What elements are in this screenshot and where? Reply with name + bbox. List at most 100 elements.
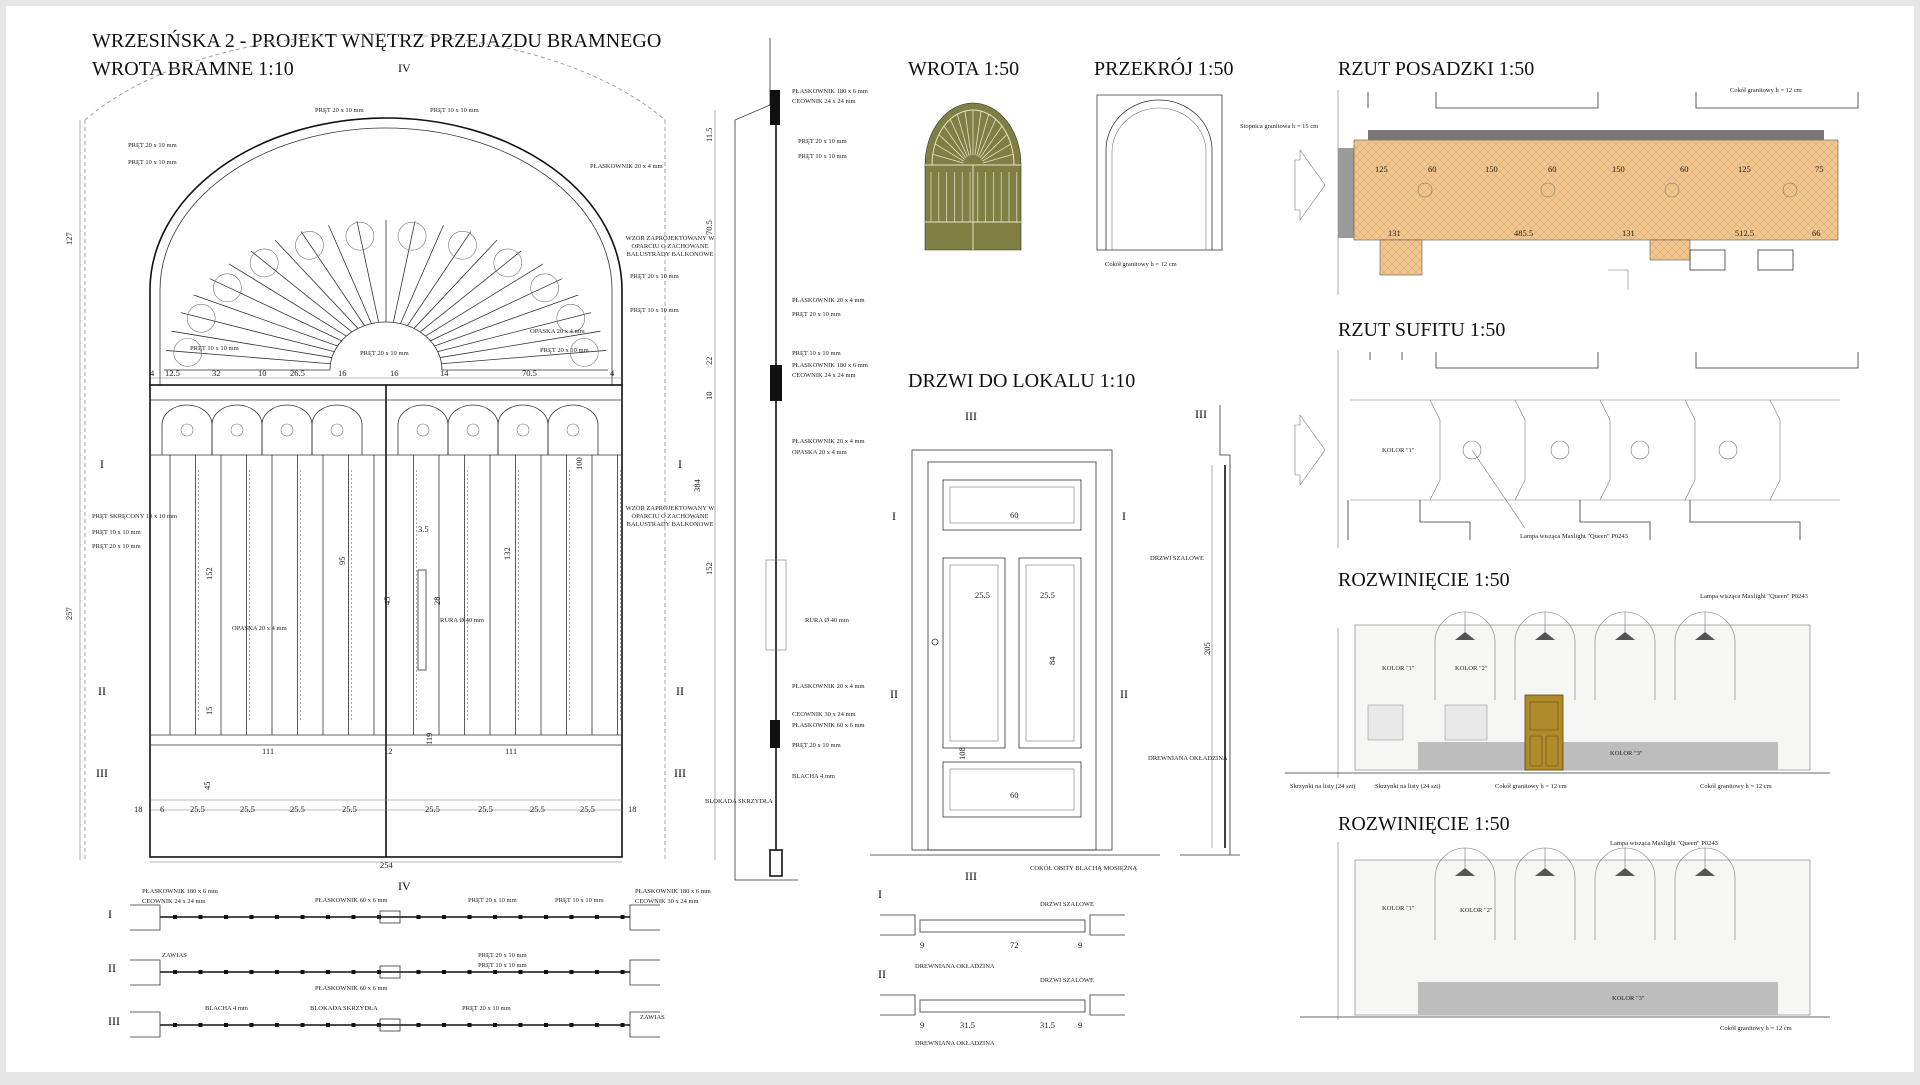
door-side-section: III 205 DRZWI SZALOWE DREWNIANA OKŁADZIN…: [1148, 405, 1240, 856]
fan-ray: [356, 221, 380, 323]
gate-arch-outline: [149, 117, 623, 385]
door-section-iii-bottom: III: [965, 869, 977, 883]
plan-section-bar: [569, 970, 574, 974]
plan-section-bar: [224, 1023, 228, 1027]
floor-top-cokol: [1368, 130, 1824, 140]
door-section-i-right: I: [1122, 509, 1126, 523]
floor-lamp-mark: [1664, 182, 1680, 198]
elev2-lamp: Lampa wisząca Maxlight "Queen" P0243: [1610, 840, 1718, 847]
gate-section-profile: [714, 38, 798, 881]
ceiling-plan: KOLOR "1" Lampa wisząca Maxlight "Queen"…: [1337, 350, 1859, 548]
note: PŁASKOWNIK 60 x 6 mm: [792, 722, 865, 729]
lamp-icon: [1695, 868, 1715, 876]
dim-label: 100: [574, 457, 584, 470]
dim-label: 22: [704, 357, 714, 366]
section-elevation: Cokół granitowy h = 12 cm: [1096, 94, 1223, 268]
note: PŁASKOWNIK 20 x 4 mm: [792, 438, 865, 445]
elev1-cokol1: Cokół granitowy h = 12 cm: [1495, 783, 1567, 790]
note: PRĘT 20 x 10 mm: [792, 311, 841, 318]
note: OPASKA 20 x 4 mm: [792, 449, 847, 456]
arcade-arch: [447, 404, 499, 455]
elevation-1: KOLOR "1" KOLOR "2" KOLOR "3" Lampa wisz…: [1285, 593, 1830, 790]
plan-section-bar: [249, 915, 254, 919]
plan-section-lock: [379, 1018, 401, 1032]
plan-section-bar: [442, 915, 446, 919]
dim-label: 25.5: [425, 804, 440, 814]
plan-section-bar: [493, 1023, 497, 1027]
door-panel-left: [942, 557, 1006, 749]
elev1-door-panel: [1529, 701, 1559, 731]
gate-plan-sections: I II III: [108, 904, 660, 1038]
note-text: WZÓR ZAPROJEKTOWANY W OPARCIU O ZACHOWAN…: [625, 505, 715, 528]
plan-section-bar: [544, 915, 548, 919]
profile-top-block: [770, 90, 780, 125]
arrow-right-icon: [1294, 149, 1326, 221]
arcade-rosette: [416, 423, 430, 437]
project-title: WRZESIŃSKA 2 - PROJEKT WNĘTRZ PRZEJAZDU …: [92, 29, 661, 52]
fan-ray: [434, 294, 579, 347]
olive-ray: [934, 143, 964, 162]
note: PŁASKOWNIK 20 x 4 mm: [792, 297, 865, 304]
door-section-ii-left: II: [890, 687, 898, 701]
gate-note-pret20-right: PRĘT 20 x 10 mm: [630, 273, 679, 280]
ceiling-vault-lines: [1429, 399, 1781, 501]
floor-stopnica-note: Stopnica granitowa h = 15 cm: [1240, 123, 1318, 130]
plan-section-bar: [620, 1023, 625, 1027]
dim-label: 75: [1815, 164, 1824, 174]
lamp-icon: [1535, 632, 1555, 640]
wall-outline-top: [734, 38, 771, 860]
plan-section-bar: [275, 915, 279, 919]
fan-scroll: [295, 230, 324, 260]
ceiling-kolor-note: KOLOR "1": [1382, 447, 1415, 454]
door-plan-note: DRZWI SZALOWE: [1040, 977, 1094, 984]
elev2-grey-band: [1418, 982, 1778, 1015]
plan-section-bar: [173, 970, 177, 974]
ceiling-plan-title: RZUT SUFITU 1:50: [1338, 319, 1505, 341]
note: BLACHA 4 mm: [792, 773, 835, 780]
dim-label: 9: [920, 940, 924, 950]
section-profile-notes: PŁASKOWNIK 180 x 6 mm CEOWNIK 24 x 24 mm…: [705, 88, 868, 805]
arcade-rosette: [466, 423, 480, 437]
plan-section-bar: [198, 1023, 203, 1027]
arcade-arch: [497, 404, 549, 455]
dim-label: 32: [212, 368, 221, 378]
fan-ray: [419, 250, 522, 333]
elev1-skrzynki2: Skrzynki na listy (24 szt): [1375, 783, 1440, 790]
note: PRĘT 20 x 10 mm: [478, 952, 527, 959]
elev1-cokol2: Cokół granitowy h = 12 cm: [1700, 783, 1772, 790]
olive-gate-bars: [930, 172, 1018, 222]
lamp-icon: [1455, 868, 1475, 876]
dim-label: 125: [1375, 164, 1388, 174]
dim-label: 9: [1078, 1020, 1082, 1030]
door-panel-top-inner: [949, 486, 1075, 524]
gate-fan-rays: [164, 220, 608, 371]
dim-label: 66: [1812, 228, 1821, 238]
plan-section-bar: [544, 970, 548, 974]
gate-section-iv-bottom: IV: [398, 879, 411, 893]
plan-section-bar: [467, 1023, 472, 1027]
dim-label: 84: [1047, 656, 1057, 665]
dim-label: 131: [1622, 228, 1635, 238]
door-plan-row-label: II: [878, 967, 886, 981]
dim-label: 131: [1388, 228, 1401, 238]
dim-label: 384: [692, 479, 702, 493]
gate-note-opaska: OPASKA 20 x 4 mm: [530, 328, 585, 335]
note: PŁASKOWNIK 180 x 6 mm: [635, 888, 711, 895]
floor-line: [734, 860, 798, 881]
dim-label: 11.5: [704, 127, 714, 142]
fan-scroll: [213, 273, 242, 303]
floor-tiles: [1353, 139, 1839, 241]
olive-ray: [974, 111, 982, 156]
plan-row-label: III: [108, 1014, 120, 1028]
fan-scroll: [345, 221, 375, 251]
door-section-iii-top: III: [965, 409, 977, 423]
floor-lamp-mark: [1782, 182, 1798, 198]
dim-label: 25.5: [190, 804, 205, 814]
olive-gate-rays: [932, 110, 1014, 164]
gate-fan-center: [329, 321, 443, 371]
plan-row-label: I: [108, 907, 112, 921]
elev2-kolor3: KOLOR "3": [1612, 995, 1645, 1002]
floor-step: [1338, 148, 1354, 238]
plan-section-bar: [224, 915, 228, 919]
